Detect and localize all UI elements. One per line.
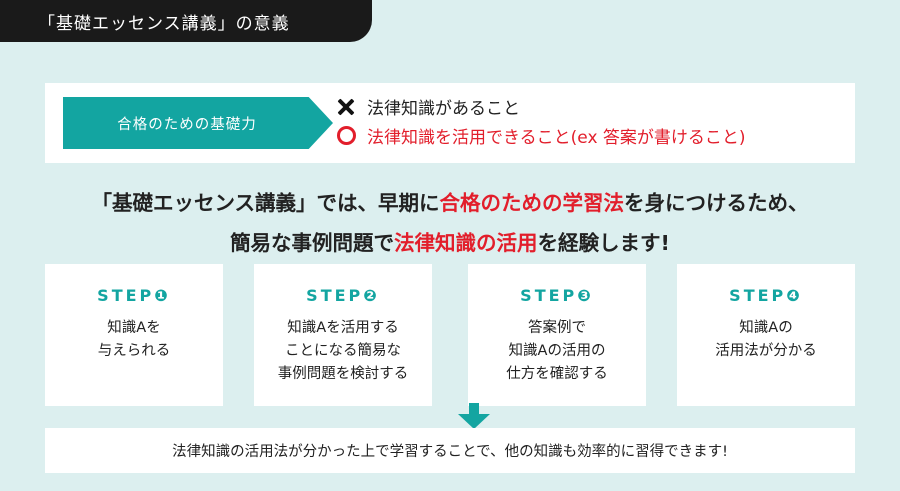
foundation-good-text: 法律知識を活用できること(ex 答案が書けること)	[367, 128, 746, 148]
conclusion-text: 法律知識の活用法が分かった上で学習することで、他の知識も効率的に習得できます!	[172, 444, 728, 460]
header-title: 「基礎エッセンス講義」の意義	[38, 13, 290, 34]
step-title: STEP❹	[729, 286, 803, 305]
main-line2-highlight: 法律知識の活用	[394, 231, 538, 255]
step-card-1: STEP❶ 知識Aを 与えられる	[45, 264, 223, 406]
main-line1-highlight: 合格のための学習法	[439, 191, 625, 215]
step-card-2: STEP❷ 知識Aを活用する ことになる簡易な 事例問題を検討する	[254, 264, 432, 406]
main-line1-b: を身につけるため、	[624, 191, 809, 215]
foundation-arrow-label: 合格のための基礎力	[63, 97, 333, 149]
step-description: 知識Aを 与えられる	[97, 320, 171, 359]
foundation-label: 合格のための基礎力	[117, 116, 257, 133]
foundation-bad-line: 法律知識があること	[335, 94, 520, 119]
step-card-4: STEP❹ 知識Aの 活用法が分かる	[677, 264, 855, 406]
step-description: 知識Aの 活用法が分かる	[715, 320, 817, 359]
cross-icon	[335, 96, 357, 118]
main-statement-line2: 簡易な事例問題で法律知識の活用を経験します!	[0, 226, 900, 256]
down-arrow-icon	[458, 403, 490, 429]
main-line1-a: 「基礎エッセンス講義」では、早期に	[91, 191, 440, 215]
step-title: STEP❶	[97, 286, 171, 305]
step-title: STEP❷	[306, 286, 380, 305]
step-card-3: STEP❸ 答案例で 知識Aの活用の 仕方を確認する	[468, 264, 646, 406]
step-title: STEP❸	[520, 286, 594, 305]
foundation-bad-text: 法律知識があること	[367, 99, 520, 119]
step-description: 知識Aを活用する ことになる簡易な 事例問題を検討する	[277, 320, 409, 382]
step-description: 答案例で 知識Aの活用の 仕方を確認する	[506, 320, 608, 382]
circle-icon	[337, 126, 356, 145]
main-line2-a: 簡易な事例問題で	[230, 231, 395, 255]
conclusion-panel: 法律知識の活用法が分かった上で学習することで、他の知識も効率的に習得できます!	[45, 428, 855, 473]
main-statement-line1: 「基礎エッセンス講義」では、早期に合格のための学習法を身につけるため、	[0, 186, 900, 216]
foundation-panel: 合格のための基礎力 法律知識があること 法律知識を活用できること(ex 答案が書…	[45, 83, 855, 163]
foundation-good-line: 法律知識を活用できること(ex 答案が書けること)	[335, 123, 746, 148]
header-tab: 「基礎エッセンス講義」の意義	[0, 0, 372, 42]
main-line2-b: を経験します!	[537, 231, 670, 255]
